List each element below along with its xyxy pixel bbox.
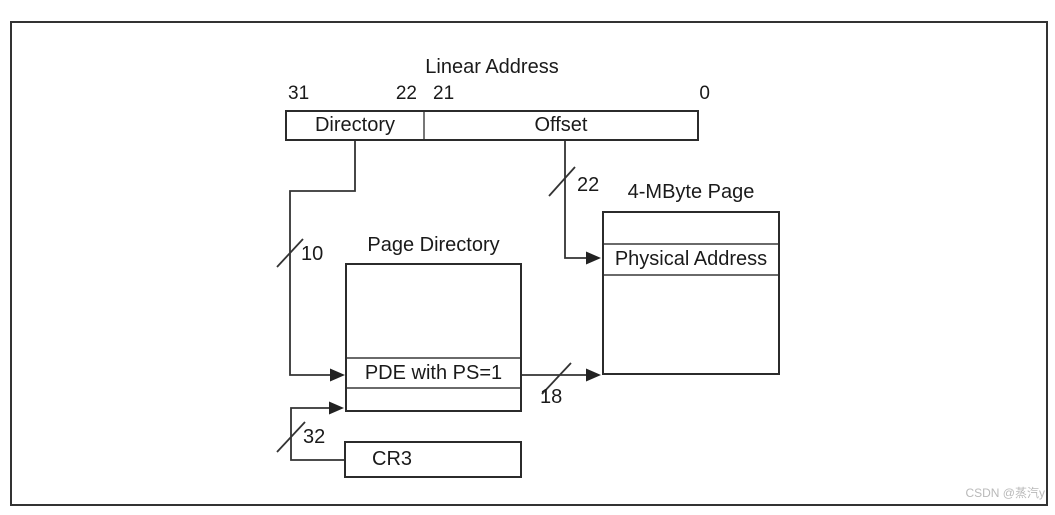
bus-width-label-32: 32: [303, 426, 326, 448]
linear-address-title: Linear Address: [425, 56, 559, 78]
pde-entry-row: PDE with PS=1: [347, 357, 520, 389]
bit-label-0: 0: [699, 83, 710, 104]
offset-field: Offset: [534, 114, 588, 136]
physical-address-row: Physical Address: [604, 243, 778, 276]
watermark: CSDN @蒸汽y: [965, 486, 1045, 500]
bit-label-22: 22: [395, 83, 417, 104]
page-directory-title: Page Directory: [367, 234, 500, 256]
bus-width-label-10: 10: [301, 243, 324, 265]
diagram-frame: [10, 21, 1048, 506]
page-4mb-box: Physical Address: [602, 211, 780, 375]
cr3-label: CR3: [372, 448, 413, 470]
linear-address-box: Directory Offset: [285, 110, 699, 141]
bit-label-31: 31: [288, 83, 310, 104]
directory-field: Directory: [287, 112, 425, 139]
bus-width-label-18: 18: [540, 386, 563, 408]
page-4mb-title: 4-MByte Page: [627, 181, 755, 203]
cr3-box: CR3: [344, 441, 522, 478]
bus-width-label-22: 22: [577, 174, 600, 196]
bit-label-21: 21: [433, 83, 455, 104]
page-directory-box: PDE with PS=1: [345, 263, 522, 412]
